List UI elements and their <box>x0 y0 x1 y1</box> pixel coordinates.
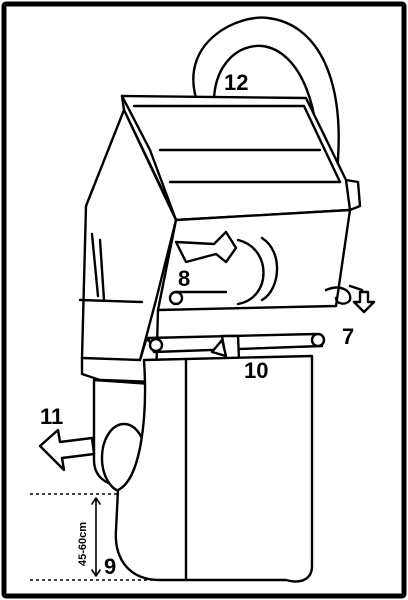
lever-arrow-icon <box>174 230 238 264</box>
release-clip <box>324 284 364 305</box>
height-measure <box>30 493 160 581</box>
label-11: 11 <box>40 404 63 429</box>
left-arrow-icon <box>38 428 96 472</box>
paper-sheet <box>114 354 314 583</box>
label-12: 12 <box>224 70 248 95</box>
label-7: 7 <box>342 324 354 349</box>
label-9: 9 <box>104 554 116 579</box>
label-10: 10 <box>244 358 268 383</box>
label-8: 8 <box>178 266 190 291</box>
measure-label: 45-60cm <box>77 522 89 566</box>
down-arrow-icon <box>352 290 376 314</box>
dispenser-body <box>78 108 352 384</box>
dispenser-lid <box>120 94 362 222</box>
